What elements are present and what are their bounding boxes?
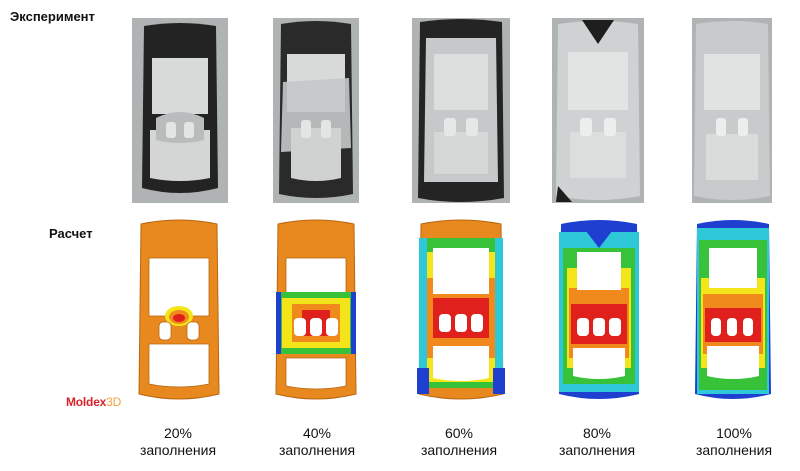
caption-percent: 40% xyxy=(302,425,332,441)
logo-text-3d: 3D xyxy=(106,395,122,409)
caption-60: 60% заполнения xyxy=(404,425,514,459)
caption-text: заполнения xyxy=(695,442,773,458)
caption-text: заполнения xyxy=(278,442,356,458)
experiment-row-label: Эксперимент xyxy=(10,9,95,24)
simulation-render-60 xyxy=(415,218,507,406)
caption-percent: 80% xyxy=(582,425,612,441)
experiment-photo-60 xyxy=(412,18,510,203)
simulation-row-label: Расчет xyxy=(49,226,93,241)
caption-text: заполнения xyxy=(139,442,217,458)
caption-percent: 20% xyxy=(163,425,193,441)
caption-100: 100% заполнения xyxy=(679,425,789,459)
experiment-photo-20 xyxy=(132,18,228,203)
caption-20: 20% заполнения xyxy=(123,425,233,459)
caption-percent: 60% xyxy=(444,425,474,441)
moldex3d-logo: Moldex3D xyxy=(66,395,121,409)
caption-40: 40% заполнения xyxy=(262,425,372,459)
caption-80: 80% заполнения xyxy=(542,425,652,459)
simulation-render-20 xyxy=(135,218,223,406)
caption-text: заполнения xyxy=(558,442,636,458)
simulation-render-40 xyxy=(272,218,360,406)
logo-text-moldex: Moldex xyxy=(66,395,107,409)
simulation-render-80 xyxy=(555,218,643,406)
experiment-photo-40 xyxy=(273,18,359,203)
experiment-photo-80 xyxy=(552,18,644,203)
caption-text: заполнения xyxy=(420,442,498,458)
experiment-photo-100 xyxy=(692,18,772,203)
caption-percent: 100% xyxy=(716,425,752,441)
simulation-render-100 xyxy=(693,218,773,406)
